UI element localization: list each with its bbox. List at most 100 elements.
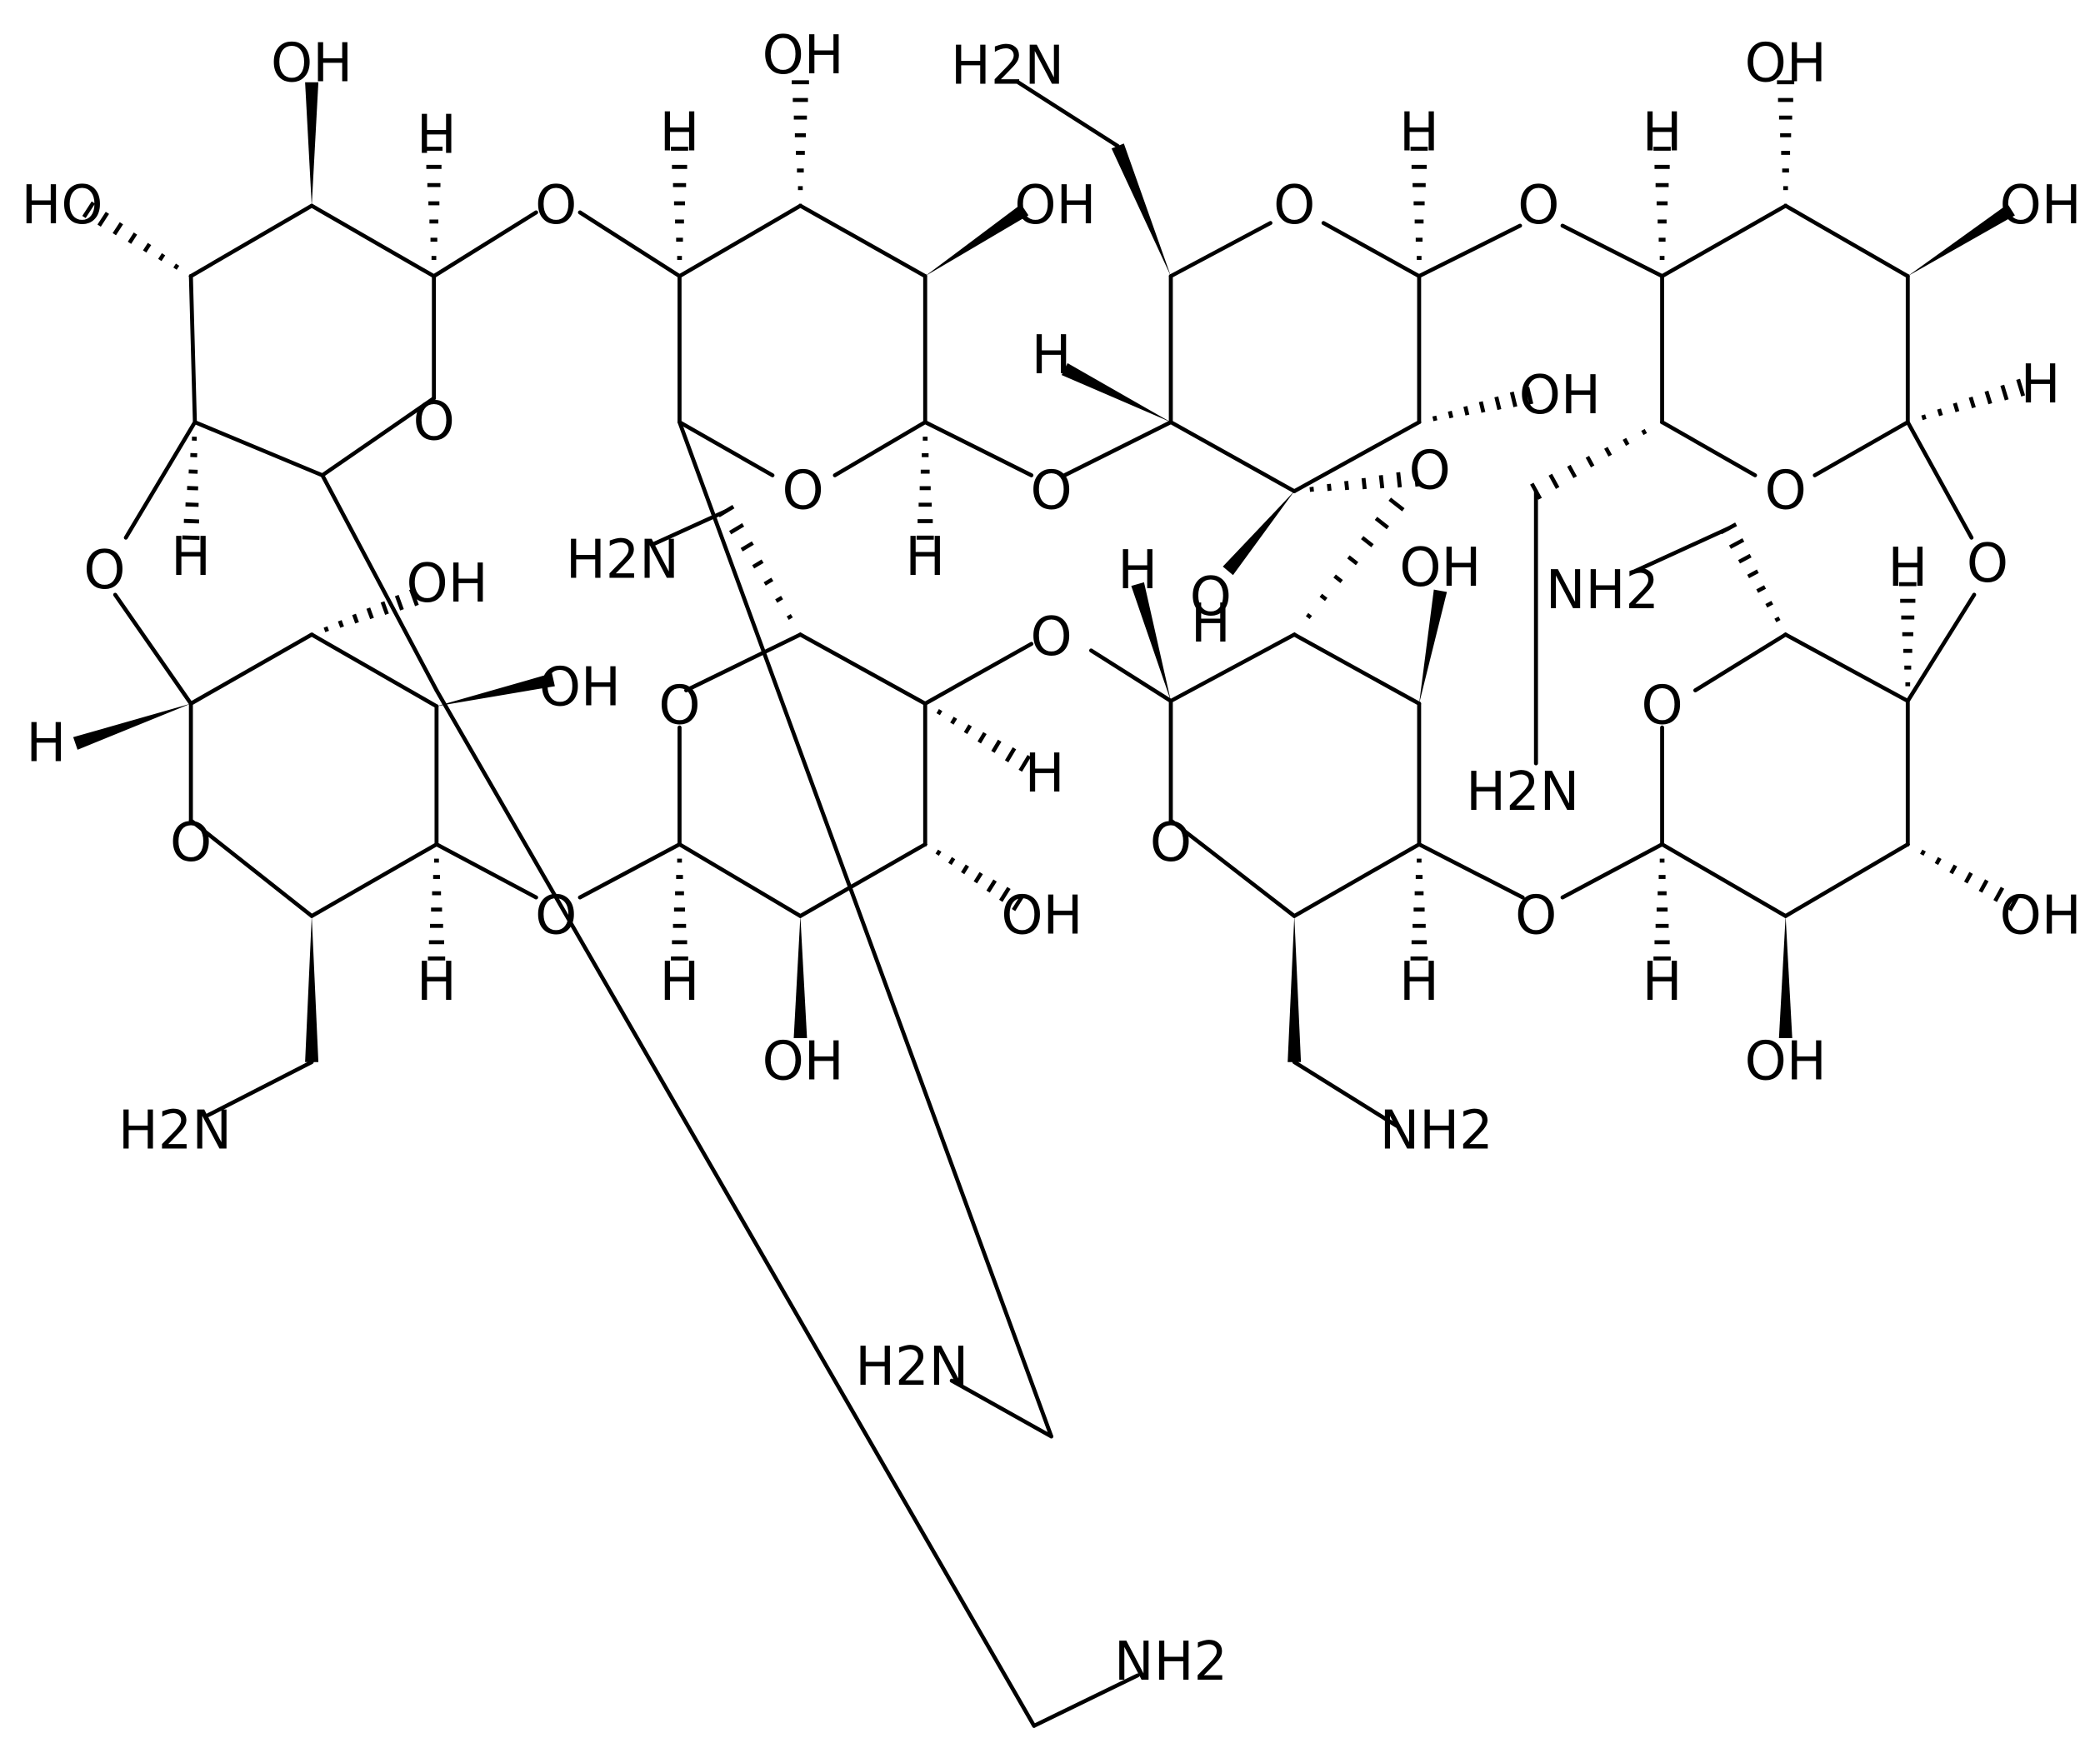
single-bond [798, 203, 928, 278]
single-bond [1032, 1673, 1140, 1728]
single-bond [320, 473, 439, 692]
single-bond [1292, 632, 1422, 706]
hydroxyl-label: OH [762, 25, 844, 87]
single-bond [1633, 526, 1731, 573]
single-bond [1905, 592, 1977, 703]
amine-label: H2N [566, 529, 679, 591]
single-bond [1783, 203, 1910, 278]
ring-oxygen-label: O [413, 392, 455, 453]
single-bond [1417, 223, 1522, 278]
hydrogen-label: H [417, 951, 457, 1013]
hydrogen-label: H [1118, 540, 1158, 602]
hashed-bond [922, 701, 1032, 772]
hashed-bond [1898, 582, 1917, 703]
hydrogen-label: H [1642, 951, 1682, 1013]
wedge-bond [1131, 582, 1171, 702]
hydrogen-label: H [1888, 537, 1928, 599]
single-bond [651, 509, 728, 547]
single-bond [1660, 842, 1788, 918]
hydrogen-label: H [2021, 354, 2061, 416]
single-bond [188, 203, 314, 278]
single-bond [1560, 223, 1664, 278]
hydroxyl-label: OH [1519, 365, 1601, 427]
hashed-bond [1292, 497, 1405, 637]
single-bond [1321, 221, 1422, 278]
hydroxyl-label: OH [1399, 537, 1481, 599]
single-bond [1016, 80, 1120, 148]
single-bond [188, 632, 314, 706]
hashed-bond [309, 588, 419, 637]
wedge-bond [436, 673, 555, 707]
wedge-bond [1288, 916, 1302, 1062]
hashed-bond [1719, 522, 1788, 637]
hydroxyl-label: OH [1745, 32, 1827, 94]
single-bond [678, 420, 1053, 1439]
hydroxyl-label: OH [539, 657, 621, 718]
single-bond [434, 842, 538, 900]
hashed-bond [1410, 147, 1428, 278]
hydrogen-label: H [659, 951, 699, 1013]
hashed-bond [1777, 80, 1795, 208]
hydroxyl-label: OH [2000, 885, 2082, 946]
wedge-bond [1908, 204, 2015, 277]
hydrogen-label: H [26, 712, 66, 774]
single-bond [684, 632, 802, 692]
single-bond [798, 842, 928, 918]
single-bond [434, 688, 1037, 1728]
single-bond [1905, 420, 1974, 540]
glycosidic-oxygen-label: O [1409, 441, 1451, 502]
bond-layer [72, 80, 2026, 1728]
glycosidic-oxygen-label: O [1518, 175, 1559, 237]
hashed-bond [1410, 842, 1428, 961]
hashed-bond [1292, 469, 1420, 493]
hydrogen-label: H [1032, 325, 1072, 387]
single-bond [1812, 420, 1910, 477]
amine-label: H2N [1466, 762, 1579, 823]
single-bond [1692, 632, 1788, 692]
single-bond [1292, 1060, 1399, 1128]
hydroxyl-label: OH [1745, 1031, 1827, 1093]
single-bond [678, 842, 802, 918]
glycosidic-oxygen-label: O [1515, 885, 1557, 946]
single-bond [188, 818, 314, 918]
hashed-bond [671, 147, 688, 278]
amine-label: NH2 [1380, 1101, 1493, 1162]
single-bond [1783, 632, 1910, 703]
ring-oxygen-label: O [1641, 676, 1682, 737]
single-bond [678, 420, 775, 477]
hydrogen-label: H [1025, 743, 1065, 805]
hydrogen-label: H [1191, 593, 1231, 655]
hashed-bond [1417, 387, 1533, 424]
hashed-bond [671, 842, 688, 961]
wedge-bond [793, 916, 808, 1039]
hydroxyl-label: OH [1014, 175, 1096, 237]
hydrogen-label: H [1642, 102, 1682, 163]
single-bond [1417, 842, 1525, 900]
hydroxyl-label: OH [407, 553, 488, 615]
amine-label: H2N [118, 1101, 232, 1162]
hashed-bond [792, 80, 809, 208]
single-bond [320, 396, 437, 477]
ring-oxygen-label: O [1273, 175, 1315, 237]
single-bond [832, 420, 928, 477]
wedge-bond [305, 916, 319, 1062]
single-bond [309, 203, 437, 278]
single-bond [678, 203, 802, 278]
single-bond [922, 642, 1034, 706]
single-bond [1168, 818, 1297, 918]
single-bond [192, 420, 325, 477]
amine-label: NH2 [1546, 560, 1659, 622]
hashed-bond [425, 147, 443, 278]
hashed-bond [1653, 842, 1671, 961]
glycosidic-oxygen-label: O [1967, 533, 2008, 595]
wedge-bond [1111, 143, 1171, 277]
ring-oxygen-label: O [782, 461, 824, 522]
wedge-bond [72, 703, 192, 750]
hashed-bond [922, 842, 1025, 911]
single-bond [1062, 420, 1173, 477]
glycosidic-oxygen-label: O [535, 885, 577, 946]
hydroxyl-label: OH [1001, 885, 1082, 946]
ring-oxygen-label: O [1150, 812, 1192, 874]
hydrogen-label: H [659, 102, 699, 163]
